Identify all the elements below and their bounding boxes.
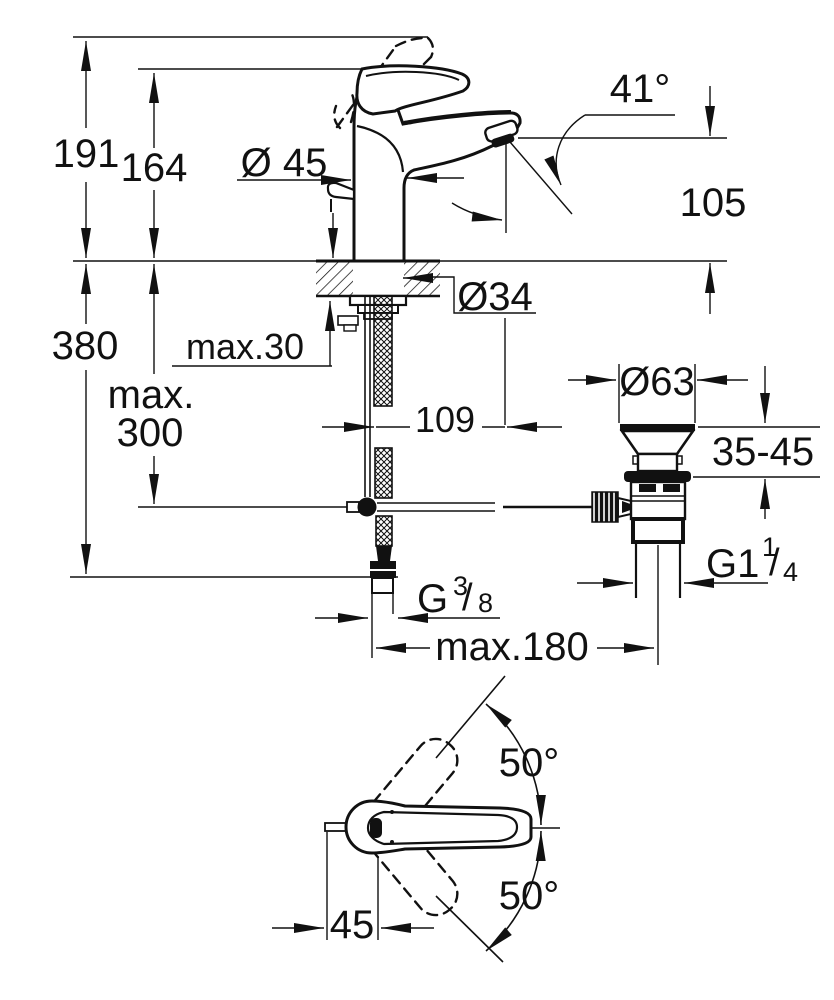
label-thread-g114-den: 4 xyxy=(783,557,798,587)
label-diameter-34: Ø34 xyxy=(457,275,533,319)
label-height-380: 380 xyxy=(52,324,119,368)
dimension-labels: 191 164 380 max. 300 max.30 Ø 45 41° 105… xyxy=(52,67,815,947)
supply-hose xyxy=(364,295,396,594)
faucet-side-view xyxy=(326,36,522,263)
label-height-105: 105 xyxy=(680,181,747,225)
lever xyxy=(355,64,471,116)
dim-body-diameter-45 xyxy=(237,173,464,185)
hose-connector-nut xyxy=(371,577,394,594)
pop-up-rod-linkage xyxy=(346,491,639,523)
label-max-180: max.180 xyxy=(435,625,588,669)
label-angle-41: 41° xyxy=(610,67,671,111)
aerator xyxy=(484,119,519,148)
waste-cone xyxy=(619,429,696,456)
dim-supply-thread-g38 xyxy=(315,593,500,658)
dim-spout-angle-41 xyxy=(451,114,675,233)
label-thread-g114: G1 xyxy=(706,542,759,586)
label-height-164: 164 xyxy=(121,146,188,190)
label-reach-109: 109 xyxy=(415,399,475,440)
label-max-300-value: 300 xyxy=(117,411,184,455)
label-thread-g38: G xyxy=(417,577,448,621)
waste-thread-collar xyxy=(631,517,685,544)
mounting-hardware xyxy=(337,294,408,332)
label-swing-down-50: 50° xyxy=(499,874,560,918)
label-thread-g38-slash: / xyxy=(462,577,473,619)
waste-rim xyxy=(620,424,695,431)
knurled-nut xyxy=(591,491,619,523)
handle-top-view xyxy=(272,675,560,963)
label-thread-g114-slash: / xyxy=(769,542,780,584)
pop-up-knob xyxy=(326,181,356,201)
dim-hole-diameter-34 xyxy=(403,273,536,425)
label-max-30: max.30 xyxy=(186,326,304,367)
pop-up-waste xyxy=(618,364,696,665)
label-offset-45: 45 xyxy=(330,903,375,947)
label-thread-g38-num: 3 xyxy=(453,571,468,601)
label-max-300-word: max. xyxy=(108,373,195,417)
label-diameter-45: Ø 45 xyxy=(241,141,328,185)
dim-max-30 xyxy=(172,213,338,367)
ball-joint xyxy=(357,497,377,517)
label-thread-g38-den: 8 xyxy=(478,588,493,618)
label-range-35-45: 35-45 xyxy=(712,430,814,474)
waste-flange xyxy=(624,471,691,482)
label-diameter-63: Ø63 xyxy=(619,360,695,404)
label-swing-up-50: 50° xyxy=(499,741,560,785)
label-height-191: 191 xyxy=(53,132,120,176)
label-thread-g114-num: 1 xyxy=(762,532,777,562)
